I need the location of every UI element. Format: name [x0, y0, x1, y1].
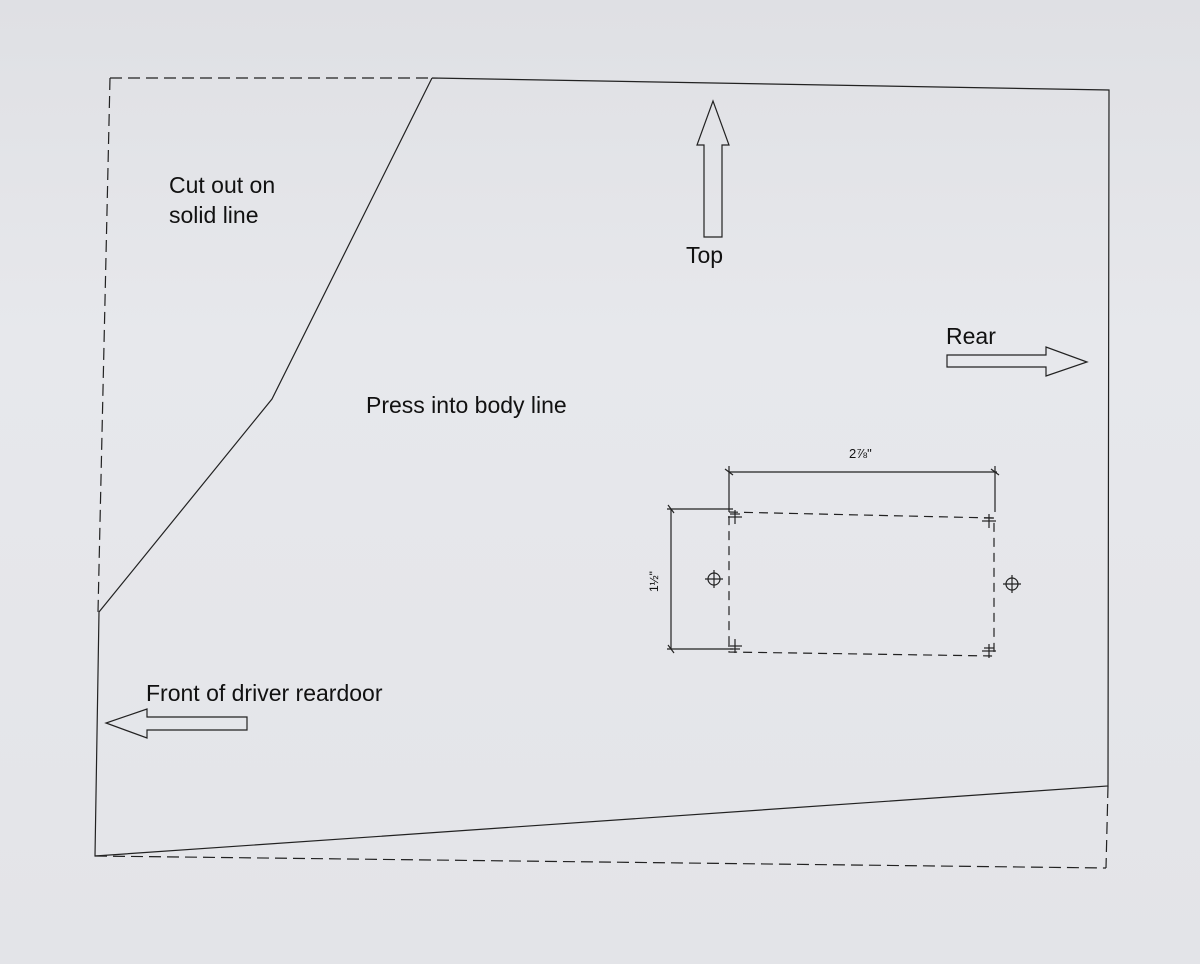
dashed-bottom-edge — [94, 855, 1107, 869]
cut-out-line2: solid line — [169, 202, 259, 228]
dashed-cutout-rectangle — [728, 511, 995, 657]
corner-mark-bottom-right — [982, 644, 996, 658]
press-into-body-line-label: Press into body line — [366, 392, 567, 418]
top-label: Top — [686, 242, 724, 268]
width-dimension-label: 2⅞" — [849, 446, 872, 461]
cut-out-instruction: Cut out on solid line — [169, 170, 275, 230]
screw-hole-left — [705, 570, 723, 588]
rear-label: Rear — [946, 323, 996, 349]
solid-cut-outline — [94, 77, 1110, 857]
corner-mark-bottom-left — [728, 639, 742, 653]
rear-arrow-shape — [946, 346, 1089, 377]
cut-out-line1: Cut out on — [169, 172, 276, 198]
dashed-right-lower-edge — [1105, 785, 1109, 869]
top-arrow-shape — [696, 99, 730, 238]
height-dimension-label: 1½" — [647, 571, 661, 592]
corner-mark-top-right — [982, 514, 996, 528]
corner-mark-top-left — [728, 510, 742, 524]
dashed-left-edge — [97, 77, 111, 613]
front-of-driver-reardoor-label: Front of driver reardoor — [146, 680, 383, 706]
front-arrow-shape — [104, 708, 248, 739]
screw-hole-right — [1003, 575, 1021, 593]
